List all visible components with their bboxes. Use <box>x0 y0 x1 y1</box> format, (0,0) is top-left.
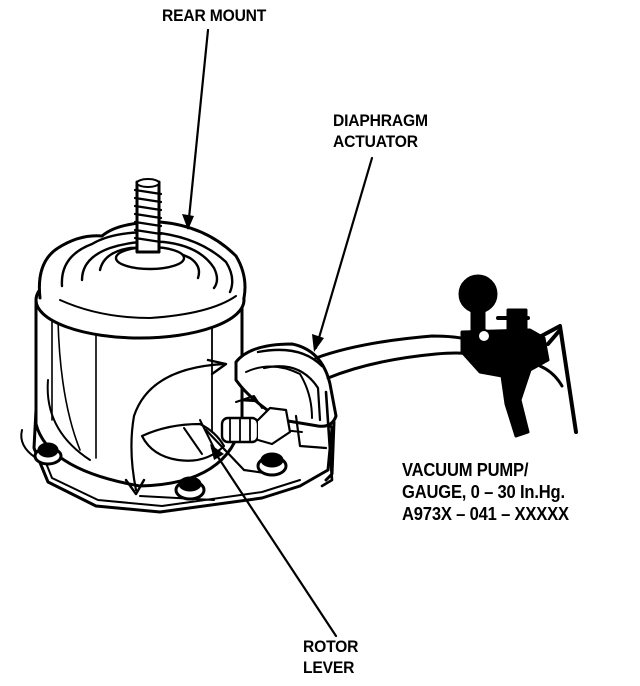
leader-arrowheads <box>182 214 324 460</box>
leader-diaphragm <box>314 156 374 350</box>
vacuum-hose <box>314 334 474 380</box>
threaded-stud <box>133 178 163 254</box>
leader-rear-mount <box>186 28 210 230</box>
leader-lines <box>186 28 374 638</box>
bolt-left <box>33 442 63 466</box>
diaphragm-line2: ACTUATOR <box>333 132 418 151</box>
rotor-line1: ROTOR <box>303 637 359 656</box>
leader-rotor <box>210 446 338 638</box>
vacuum-line3: A973X – 041 – XXXXX <box>402 504 569 524</box>
rotation-arc <box>124 358 228 501</box>
vacuum-pump-gauge-label: VACUUM PUMP/ GAUGE, 0 – 30 In.Hg. A973X … <box>402 459 569 525</box>
vacuum-line2: GAUGE, 0 – 30 In.Hg. <box>402 482 565 502</box>
rotor-lever-label: ROTOR LEVER <box>303 636 358 678</box>
rotor-lever-assembly <box>140 395 292 476</box>
rear-mount-text: REAR MOUNT <box>162 6 267 25</box>
diaphragm-line1: DIAPHRAGM <box>333 111 428 130</box>
rubber-top <box>34 220 247 340</box>
rear-mount-label: REAR MOUNT <box>162 5 266 26</box>
rotor-line2: LEVER <box>303 658 355 677</box>
vacuum-line1: VACUUM PUMP/ <box>402 460 529 480</box>
diaphragm-actuator-label: DIAPHRAGM ACTUATOR <box>333 110 428 152</box>
bolt-right <box>256 452 288 477</box>
mounting-bolts <box>20 429 288 501</box>
bolt-front <box>174 476 206 501</box>
vacuum-pump-gauge <box>458 274 578 438</box>
